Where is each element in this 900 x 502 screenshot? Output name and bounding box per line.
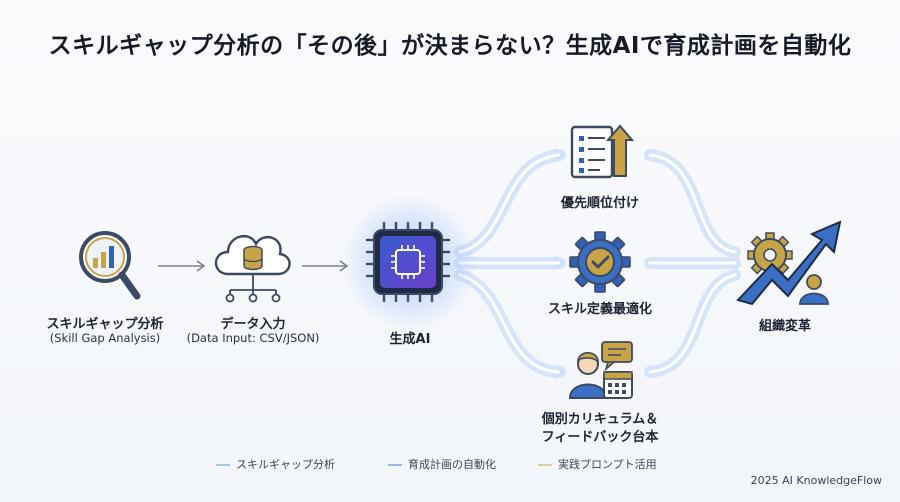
legend-item-prompt: 実践プロンプト活用	[538, 456, 657, 472]
org-change-label: 組織変革	[758, 319, 811, 334]
page-title: スキルギャップ分析の「その後」が決まらない？生成AIで育成計画を自動化	[48, 33, 852, 59]
ribbon-curriculum-to-org	[644, 269, 741, 378]
legend-swatch	[388, 464, 402, 466]
arrow-skillgap-to-data	[158, 260, 206, 272]
legend-item-skill-gap: スキルギャップ分析	[216, 456, 335, 472]
legend-swatch	[538, 464, 552, 466]
data-input-sublabel: (Data Input: CSV/JSON)	[186, 331, 320, 345]
checklist-arrow-icon	[570, 124, 635, 179]
growth-arrow-gear-icon	[736, 220, 842, 306]
person-calendar-icon	[568, 341, 633, 399]
ribbon-priority-to-org	[644, 149, 741, 258]
ai-chip-icon	[342, 194, 478, 330]
priority-label: 優先順位付け	[560, 196, 639, 211]
skill-gap-sublabel: (Skill Gap Analysis)	[49, 331, 161, 345]
footer-credit: 2025 AI KnowledgeFlow	[750, 474, 882, 487]
legend-label: 実践プロンプト活用	[558, 458, 657, 471]
skill-gap-label: スキルギャップ分析	[46, 317, 164, 332]
magnifier-chart-icon	[79, 231, 141, 300]
cloud-database-icon	[214, 234, 291, 303]
legend-item-automation: 育成計画の自動化	[388, 456, 496, 472]
legend-label: スキルギャップ分析	[236, 458, 335, 471]
legend-label: 育成計画の自動化	[408, 458, 496, 471]
skill-def-label: スキル定義最適化	[547, 302, 652, 317]
ribbon-ai-to-curriculum	[454, 269, 566, 380]
gear-check-icon	[569, 231, 631, 293]
gen-ai-label: 生成AI	[389, 332, 431, 347]
curriculum-label-line1: 個別カリキュラム＆	[541, 412, 659, 427]
curriculum-label-line2: フィードバック台本	[541, 430, 659, 445]
legend-swatch	[216, 464, 230, 466]
data-input-label: データ入力	[220, 317, 286, 332]
arrow-data-to-ai	[302, 260, 349, 272]
